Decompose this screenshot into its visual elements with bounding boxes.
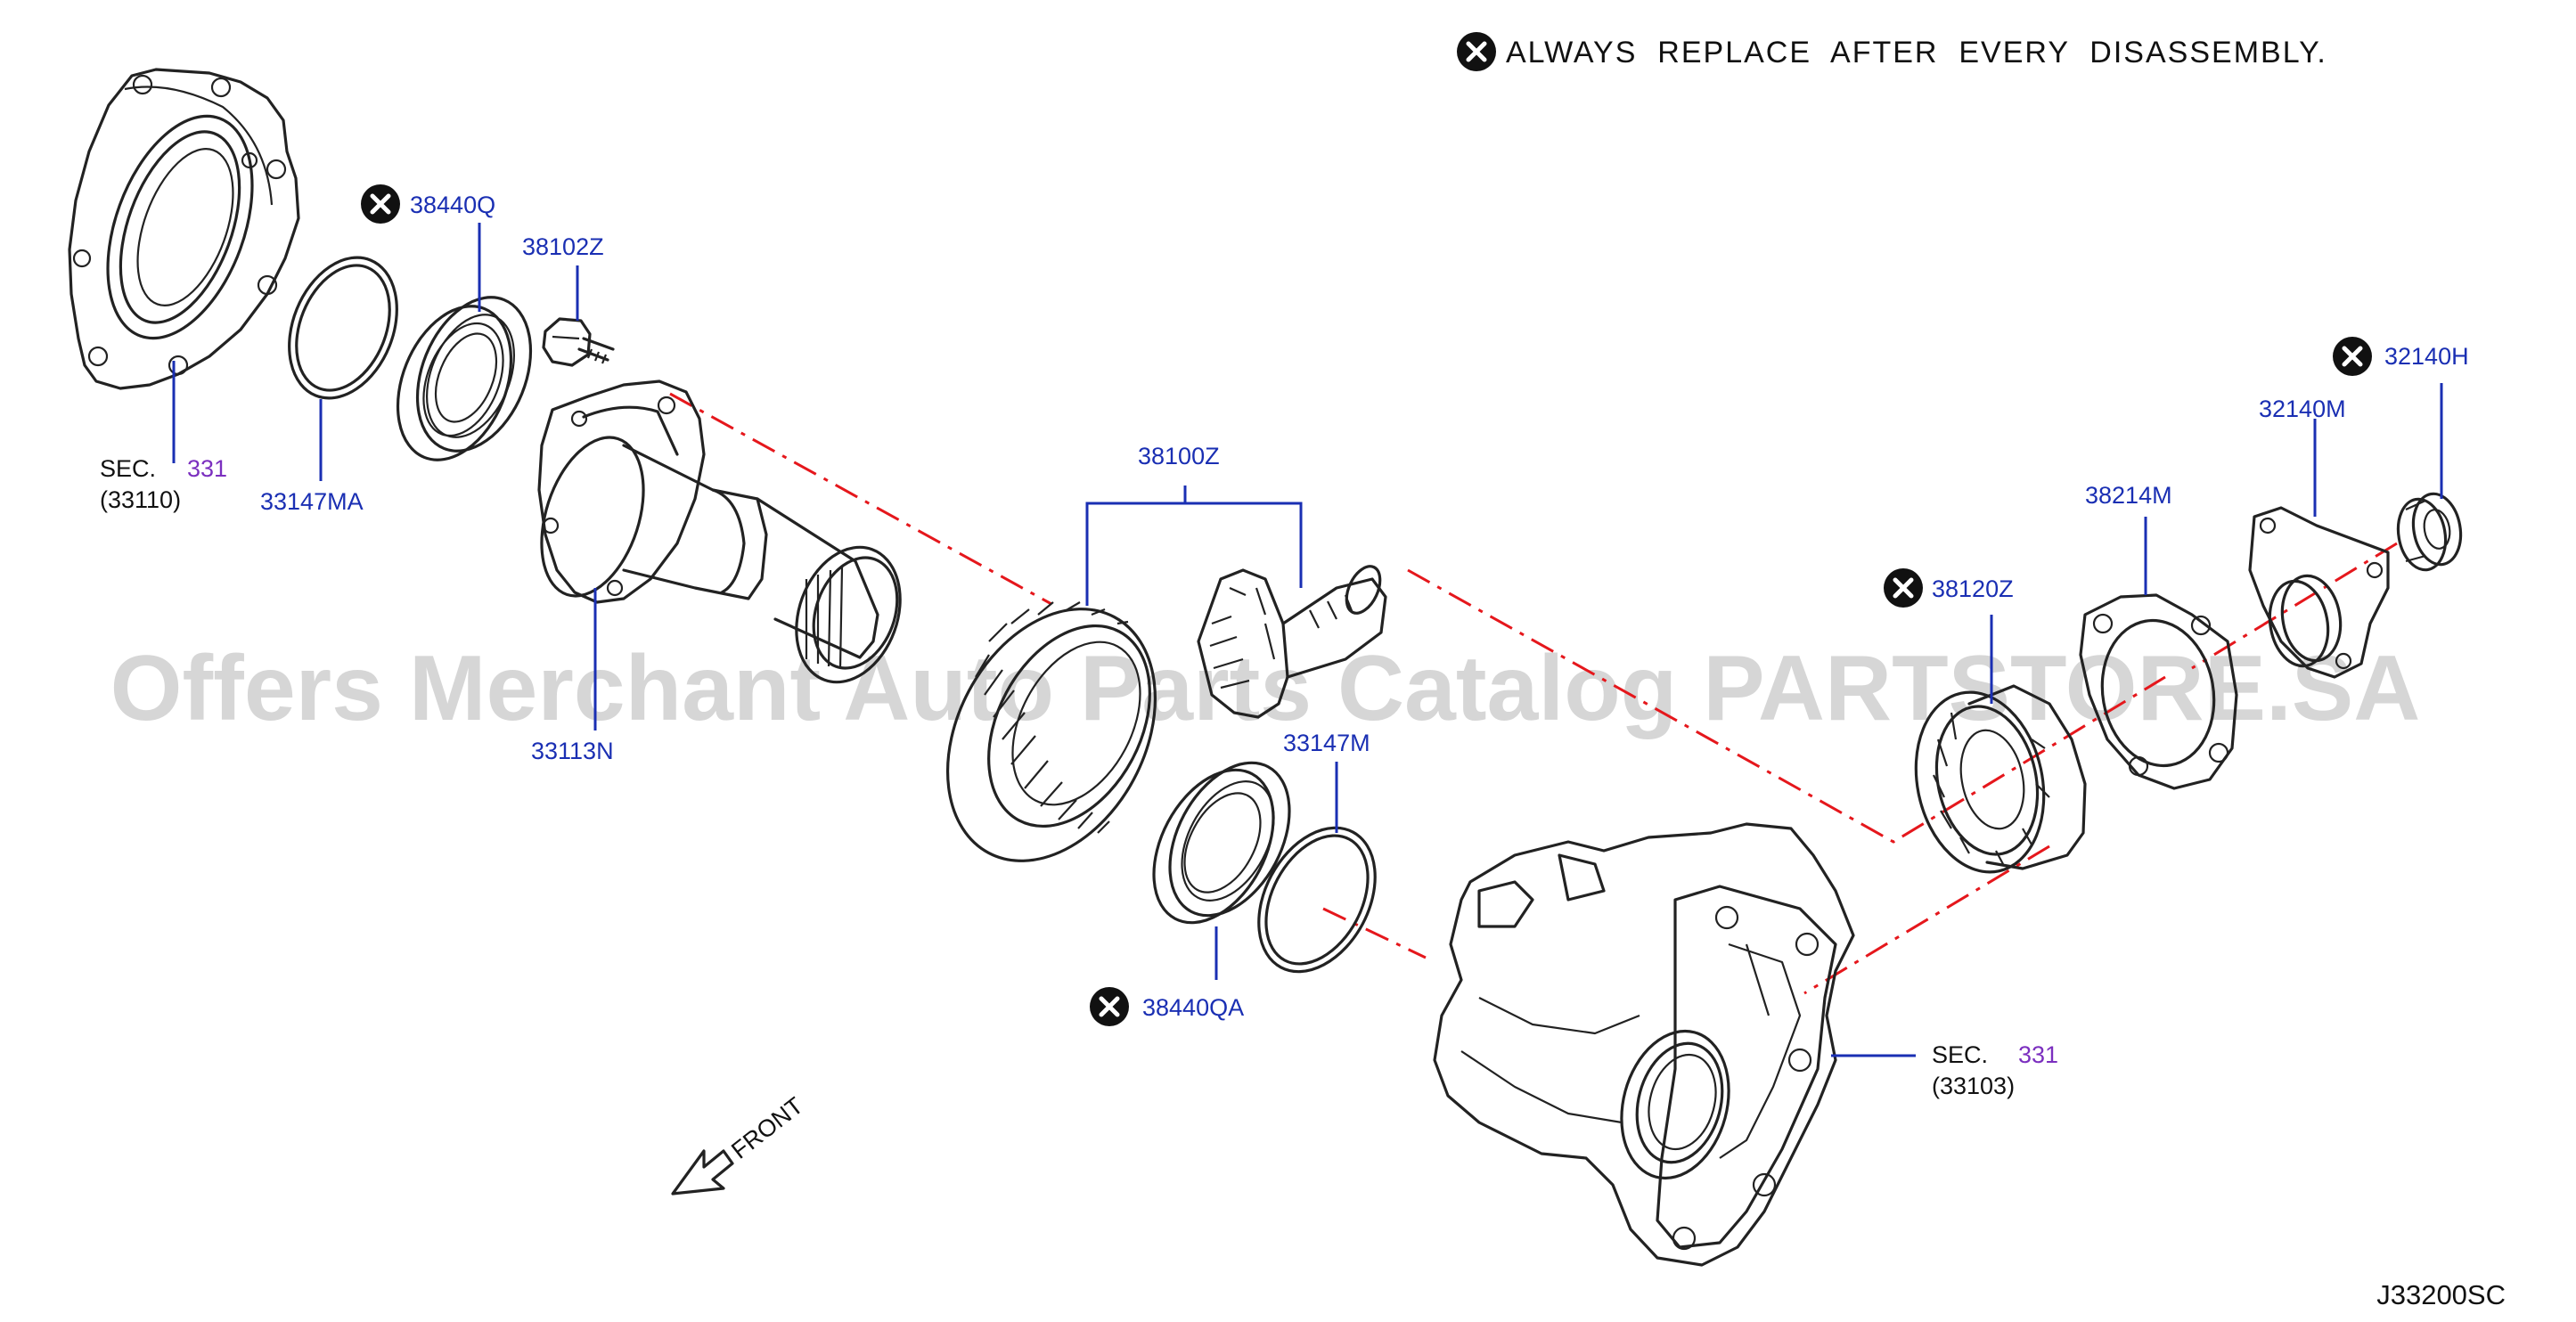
label-32140h[interactable]: 32140H	[2384, 343, 2469, 370]
output-shaft-33113n-part[interactable]	[523, 379, 918, 697]
replace-note: ALWAYS REPLACE AFTER EVERY DISASSEMBLY.	[1506, 36, 2327, 69]
label-38102z[interactable]: 38102Z	[522, 233, 604, 260]
label-38440q[interactable]: 38440Q	[410, 192, 495, 218]
section-prefix: SEC.	[1932, 1041, 1988, 1068]
bearing-38120z-part[interactable]	[1900, 681, 2087, 885]
section-ref: (33110)	[100, 486, 181, 513]
leader-lines	[172, 223, 2443, 1057]
replace-symbols	[361, 32, 2372, 1026]
part-labels: 38440Q 38102Z 33147MA 33113N 38100Z 3314…	[260, 192, 2469, 1021]
lock-nut-32140h-part[interactable]	[2392, 490, 2466, 574]
section-number: 331	[2018, 1041, 2058, 1068]
replace-symbol-icon	[1457, 32, 1496, 71]
replace-symbol-icon	[2333, 337, 2372, 376]
section-ref-33103[interactable]: SEC. 331 (33103)	[1932, 1041, 2058, 1099]
pinion-gear-part[interactable]	[1197, 561, 1387, 719]
label-33113n[interactable]: 33113N	[531, 738, 614, 764]
section-number: 331	[187, 455, 227, 482]
front-arrow-icon	[671, 1149, 734, 1196]
oil-seal-38440qa-part[interactable]	[1130, 743, 1314, 943]
label-38120z[interactable]: 38120Z	[1932, 575, 2014, 602]
section-ref-33110[interactable]: SEC. 331 (33110)	[100, 455, 227, 513]
transfer-case-part[interactable]	[1433, 822, 1855, 1267]
replace-symbol-icon	[1090, 987, 1129, 1026]
front-label: FRONT	[726, 1092, 808, 1164]
bolt-38102z-part[interactable]	[542, 317, 615, 367]
label-38440qa[interactable]: 38440QA	[1142, 994, 1244, 1021]
companion-flange-32140m-part[interactable]	[2248, 506, 2390, 679]
label-38214m[interactable]: 38214M	[2085, 482, 2172, 509]
oil-seal-38440q-part[interactable]	[377, 281, 552, 477]
ring-gear-part[interactable]	[906, 573, 1197, 896]
watermark-text: Offers Merchant Auto Parts Catalog PARTS…	[110, 637, 2421, 740]
replace-symbol-icon	[1884, 568, 1923, 608]
diagram-code: J33200SC	[2376, 1279, 2506, 1310]
label-32140m[interactable]: 32140M	[2259, 396, 2346, 422]
section-prefix: SEC.	[100, 455, 156, 482]
label-38100z[interactable]: 38100Z	[1138, 443, 1220, 469]
front-indicator: FRONT	[671, 1092, 808, 1196]
gasket-38214m-part[interactable]	[2079, 593, 2238, 790]
label-33147m[interactable]: 33147M	[1283, 730, 1370, 756]
replace-symbol-icon	[361, 184, 400, 224]
o-ring-33147ma-part[interactable]	[269, 241, 416, 414]
transfer-cover-part[interactable]	[68, 68, 300, 390]
assembly-center-lines	[669, 392, 2398, 995]
section-ref: (33103)	[1932, 1073, 2015, 1099]
o-ring-33147m-part[interactable]	[1235, 808, 1398, 992]
label-33147ma[interactable]: 33147MA	[260, 488, 364, 515]
